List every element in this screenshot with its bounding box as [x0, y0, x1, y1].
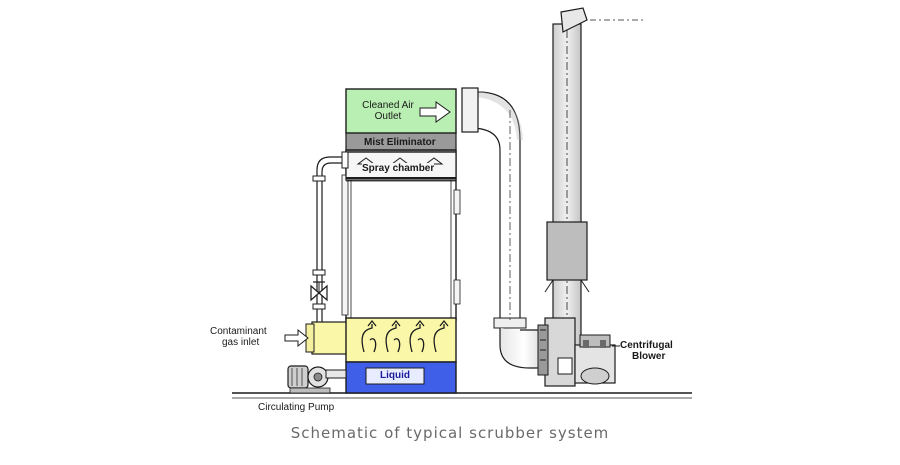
valve-icon — [310, 281, 328, 302]
inlet-chamber — [345, 317, 457, 363]
cleaned-air-outlet-label: Cleaned Air Outlet — [352, 100, 424, 122]
liquid-sump — [345, 361, 457, 394]
centrifugal-line2: Blower — [632, 351, 666, 362]
liquid-label: Liquid — [380, 370, 410, 381]
recirculation-pipe — [312, 151, 349, 322]
contaminant-gas-inlet-label: Contaminant gas inlet — [210, 326, 267, 348]
cleaned-air-outlet-box — [345, 88, 457, 134]
centrifugal-blower — [537, 317, 620, 387]
mist-eliminator-label: Mist Eliminator — [364, 137, 436, 148]
centrifugal-blower-label: Centrifugal Blower — [620, 340, 673, 362]
spray-chamber-label: Spray chamber — [362, 163, 435, 174]
cleaned-air-outlet-line2: Outlet — [374, 111, 402, 122]
exhaust-stack — [544, 7, 645, 365]
contaminant-line1: Contaminant — [210, 326, 267, 337]
outlet-duct — [461, 87, 549, 369]
ground-line — [232, 392, 692, 399]
gas-inlet-duct — [284, 321, 349, 355]
circulating-pump-label: Circulating Pump — [258, 402, 335, 413]
contaminant-line2: gas inlet — [222, 337, 260, 348]
circulating-pump — [287, 365, 347, 394]
centrifugal-line1: Centrifugal — [620, 340, 673, 351]
diagram-caption: Schematic of typical scrubber system — [290, 424, 610, 442]
cleaned-air-outlet-line1: Cleaned Air — [362, 100, 414, 111]
